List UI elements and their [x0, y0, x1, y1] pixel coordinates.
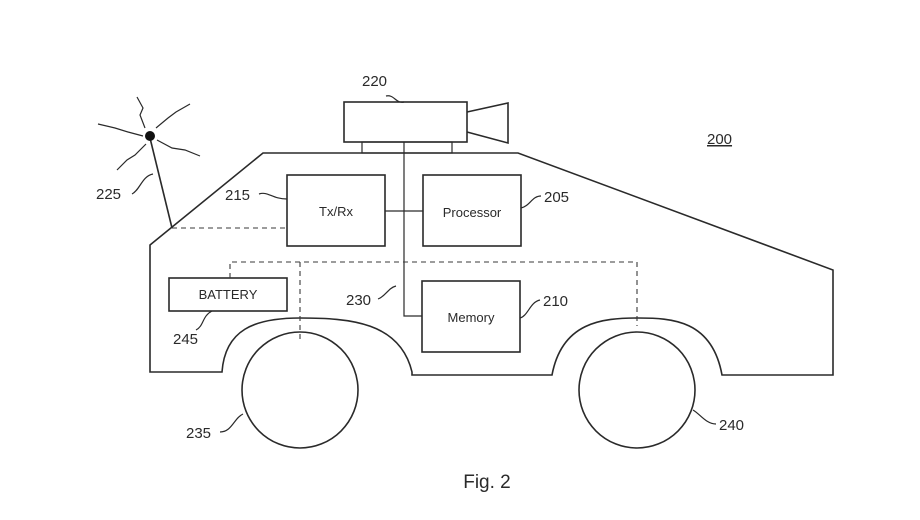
battery-label: BATTERY — [199, 287, 258, 302]
ref-230: 230 — [346, 292, 371, 309]
ref-220: 220 — [362, 73, 387, 90]
power-bus-line — [229, 261, 638, 326]
vehicle-body — [149, 152, 834, 376]
txrx-label: Tx/Rx — [319, 204, 353, 219]
ref-245: 245 — [173, 331, 198, 348]
camera-icon — [343, 101, 509, 154]
battery-box — [168, 277, 288, 312]
ref-235: 235 — [186, 425, 211, 442]
figure-caption: Fig. 2 — [463, 472, 511, 493]
ref-240: 240 — [719, 417, 744, 434]
ref-225: 225 — [96, 186, 121, 203]
ref-205: 205 — [544, 189, 569, 206]
ref-200: 200 — [707, 131, 732, 148]
ref-210: 210 — [543, 293, 568, 310]
rear-wheel — [578, 331, 696, 449]
memory-label: Memory — [448, 310, 495, 325]
processor-label: Processor — [443, 205, 502, 220]
camera-memory-link — [403, 142, 422, 317]
ref-215: 215 — [225, 187, 250, 204]
front-wheel — [241, 331, 359, 449]
antenna-icon — [97, 96, 201, 229]
